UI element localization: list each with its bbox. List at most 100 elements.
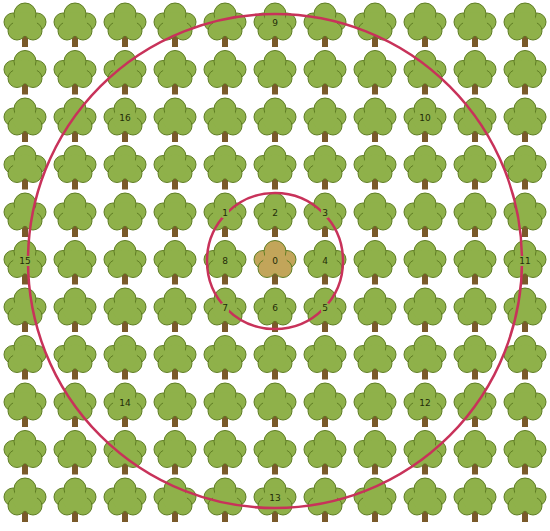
tree — [4, 193, 46, 237]
tree — [54, 478, 96, 522]
tree — [354, 478, 396, 522]
tree — [504, 288, 546, 332]
tree — [354, 431, 396, 475]
callout-number: 16 — [118, 113, 131, 123]
tree — [104, 146, 146, 190]
tree — [354, 193, 396, 237]
tree — [404, 3, 446, 47]
callout-number: 1 — [221, 208, 229, 218]
callout-number: 14 — [118, 398, 131, 408]
tree — [254, 146, 296, 190]
tree — [204, 288, 246, 332]
tree — [454, 3, 496, 47]
tree — [54, 241, 96, 285]
tree — [404, 51, 446, 95]
tree — [154, 431, 196, 475]
tree — [204, 193, 246, 237]
tree — [454, 288, 496, 332]
tree — [504, 431, 546, 475]
tree — [54, 51, 96, 95]
tree — [104, 241, 146, 285]
callout-number: 6 — [271, 303, 279, 313]
tree — [254, 336, 296, 380]
tree — [204, 98, 246, 142]
callout-number: 9 — [271, 18, 279, 28]
tree — [104, 193, 146, 237]
tree — [354, 3, 396, 47]
tree — [354, 98, 396, 142]
tree — [354, 336, 396, 380]
callout-number: 15 — [18, 256, 31, 266]
tree — [304, 98, 346, 142]
tree — [254, 3, 296, 47]
tree — [54, 146, 96, 190]
callout-number: 12 — [418, 398, 431, 408]
tree — [304, 51, 346, 95]
tree — [254, 431, 296, 475]
tree — [54, 3, 96, 47]
callout-number: 11 — [518, 256, 531, 266]
outer-circle — [28, 14, 522, 508]
tree — [54, 431, 96, 475]
tree — [454, 193, 496, 237]
tree — [304, 288, 346, 332]
tree — [154, 336, 196, 380]
tree — [154, 98, 196, 142]
tree — [304, 336, 346, 380]
callout-number: 7 — [221, 303, 229, 313]
tree — [4, 336, 46, 380]
tree — [4, 98, 46, 142]
tree — [504, 3, 546, 47]
tree — [154, 3, 196, 47]
tree — [404, 241, 446, 285]
tree — [354, 383, 396, 427]
tree — [204, 51, 246, 95]
tree — [454, 146, 496, 190]
callout-number: 13 — [268, 493, 281, 503]
tree — [54, 336, 96, 380]
tree — [204, 3, 246, 47]
callout-number: 4 — [321, 256, 329, 266]
tree — [204, 146, 246, 190]
tree — [404, 336, 446, 380]
tree — [54, 193, 96, 237]
tree — [154, 383, 196, 427]
tree — [504, 336, 546, 380]
tree — [254, 288, 296, 332]
tree — [504, 241, 546, 285]
tree — [304, 431, 346, 475]
tree — [254, 98, 296, 142]
callout-number: 5 — [321, 303, 329, 313]
tree — [4, 3, 46, 47]
tree — [454, 51, 496, 95]
tree — [154, 288, 196, 332]
tree — [504, 98, 546, 142]
tree — [4, 383, 46, 427]
tree — [154, 193, 196, 237]
tree — [354, 288, 396, 332]
tree — [4, 241, 46, 285]
tree — [454, 98, 496, 142]
tree — [104, 288, 146, 332]
tree — [354, 241, 396, 285]
tree — [404, 288, 446, 332]
callout-number: 10 — [418, 113, 431, 123]
tree — [204, 383, 246, 427]
tree — [204, 336, 246, 380]
callout-number: 2 — [271, 208, 279, 218]
tree — [4, 478, 46, 522]
tree — [454, 241, 496, 285]
callout-number: 8 — [221, 256, 229, 266]
tree — [154, 241, 196, 285]
tree — [4, 431, 46, 475]
tree — [4, 288, 46, 332]
tree — [104, 336, 146, 380]
tree — [104, 98, 146, 142]
tree — [104, 3, 146, 47]
tree — [154, 51, 196, 95]
tree — [154, 146, 196, 190]
callout-number: 0 — [271, 256, 279, 266]
callout-number: 3 — [321, 208, 329, 218]
